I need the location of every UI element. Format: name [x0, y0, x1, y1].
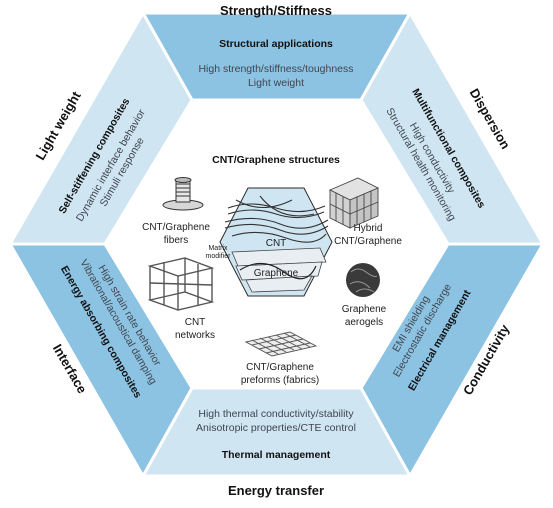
preforms-label-1: CNT/Graphene [246, 362, 314, 373]
aerogels-label-2: aerogels [345, 317, 383, 328]
networks-lattice-icon [147, 257, 215, 311]
fibers-label-2: fibers [164, 235, 188, 246]
preforms-fabric-icon [244, 331, 318, 357]
preforms-label-2: preforms (fabrics) [241, 375, 319, 386]
center-title: CNT/Graphene structures [212, 154, 340, 166]
hybrid-label-2: CNT/Graphene [334, 236, 402, 247]
outer-label-bottom: Energy transfer [228, 483, 324, 498]
structural-line-1: High strength/stiffness/toughness [198, 63, 353, 75]
graphene-graphic [231, 247, 327, 293]
fibers-label-1: CNT/Graphene [142, 222, 210, 233]
fibers-spool-icon [162, 177, 204, 211]
networks-label-1: CNT [185, 317, 206, 328]
hybrid-cube-icon [328, 177, 380, 229]
thermal-line-2: Anisotropic properties/CTE control [196, 422, 356, 434]
graphene-label: Graphene [254, 268, 299, 279]
cnt-tubes-graphic [224, 195, 329, 243]
hybrid-label-1: Hybrid [354, 223, 383, 234]
aerogel-sphere-icon [346, 263, 380, 297]
thermal-title: Thermal management [222, 449, 331, 461]
outer-label-top: Strength/Stiffness [220, 3, 332, 18]
networks-label-2: networks [175, 330, 215, 341]
matrix-modifier-label-1: Matrix [208, 245, 228, 252]
matrix-modifier-label-2: modifier [206, 253, 232, 260]
structural-title: Structural applications [219, 38, 333, 50]
thermal-line-1: High thermal conductivity/stability [198, 408, 354, 420]
aerogels-label-1: Graphene [342, 304, 387, 315]
structural-line-2: Light weight [248, 77, 304, 89]
core-hexagon: Matrix modifier CNT Graphene [206, 187, 333, 297]
cnt-label: CNT [266, 238, 287, 249]
